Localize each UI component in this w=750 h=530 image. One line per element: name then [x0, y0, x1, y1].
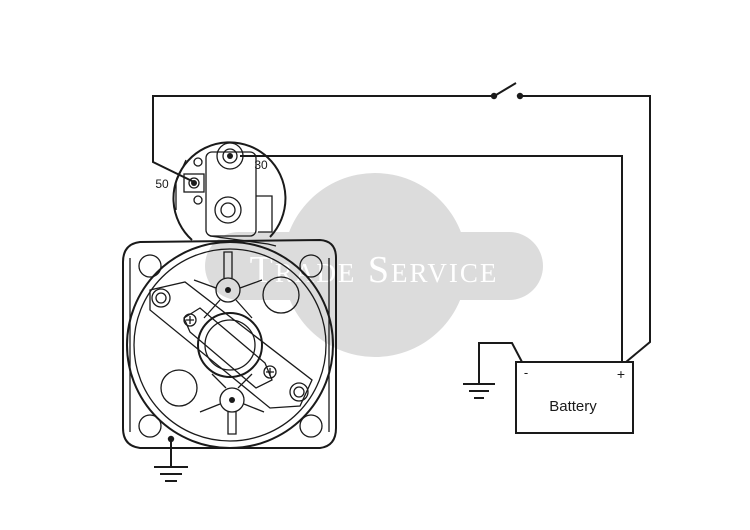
terminal-50-label: 50 — [155, 177, 169, 191]
motor-housing — [126, 241, 334, 449]
battery-plus-label: + — [617, 366, 625, 382]
wire-terminal-50 — [152, 95, 494, 183]
watermark-pill — [205, 232, 543, 300]
terminal-50-tab — [183, 173, 205, 193]
motor-flange — [122, 238, 337, 449]
solenoid-icon: 30 50 — [155, 141, 287, 247]
watermark-text: Trade Service — [250, 249, 499, 291]
terminal-30-label: 30 — [254, 158, 268, 172]
wire-battery-ground — [478, 342, 523, 384]
ground-icon — [463, 383, 495, 399]
battery-box — [515, 361, 634, 434]
starter-motor-icon — [122, 238, 337, 449]
motor-ground-icon — [154, 435, 188, 482]
wire-terminal-30 — [240, 155, 623, 362]
brush-holder-top — [193, 251, 263, 319]
brush-holder-bottom — [199, 373, 265, 435]
terminal-30-stud — [216, 142, 244, 170]
lower-stud — [214, 196, 242, 224]
motor-plate — [149, 281, 313, 409]
battery-label: Battery — [549, 398, 597, 415]
switch-icon — [490, 82, 524, 100]
solenoid-body — [172, 141, 287, 241]
battery-minus-label: - — [524, 365, 528, 380]
wiring — [152, 95, 651, 384]
wire-switch-to-battery — [520, 95, 651, 363]
battery-icon: Battery - + — [515, 361, 634, 434]
